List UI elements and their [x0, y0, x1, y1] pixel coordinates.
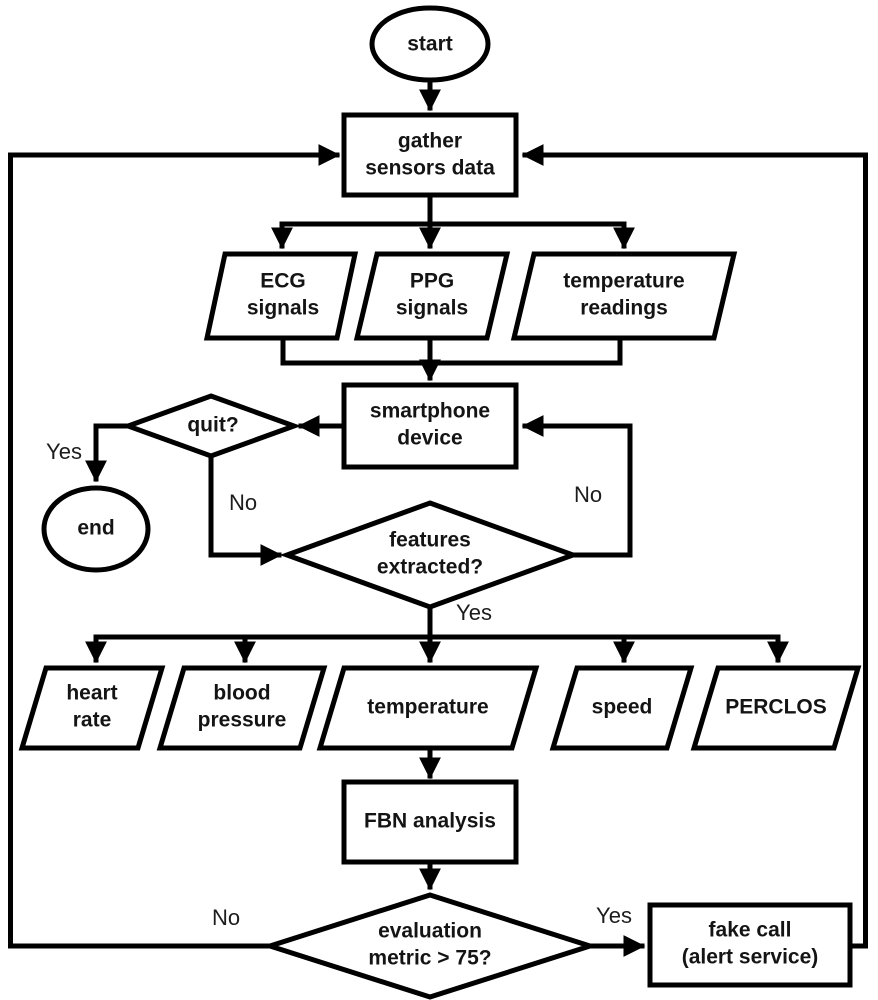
evaluation-decision-shape — [261, 892, 599, 1000]
quit-decision-shape — [120, 393, 302, 459]
edge-features-no-to-smartphone — [521, 414, 633, 558]
blood-pressure-data-shape — [156, 665, 328, 751]
fake-call-process-shape — [647, 902, 853, 988]
start-terminator-shape — [369, 5, 491, 83]
edge-fake-call-to-gather — [521, 143, 868, 949]
heart-rate-data-shape — [18, 665, 166, 751]
fbn-process-shape — [341, 779, 519, 865]
speed-data-shape — [549, 665, 695, 751]
edge-quit-no-to-features — [208, 453, 283, 567]
gather-process-shape — [341, 112, 519, 198]
ppg-data-shape — [353, 251, 511, 341]
smartphone-process-shape — [341, 382, 519, 470]
perclos-data-shape — [690, 665, 862, 751]
edge-quit-yes-to-end — [84, 423, 131, 483]
edge-evaluation-no-to-gather — [8, 143, 341, 949]
temp-readings-data-shape — [510, 251, 738, 341]
features-decision-shape — [279, 500, 581, 610]
ecg-data-shape — [203, 251, 359, 341]
end-terminator-shape — [41, 485, 151, 573]
temperature-data-shape — [316, 665, 540, 751]
